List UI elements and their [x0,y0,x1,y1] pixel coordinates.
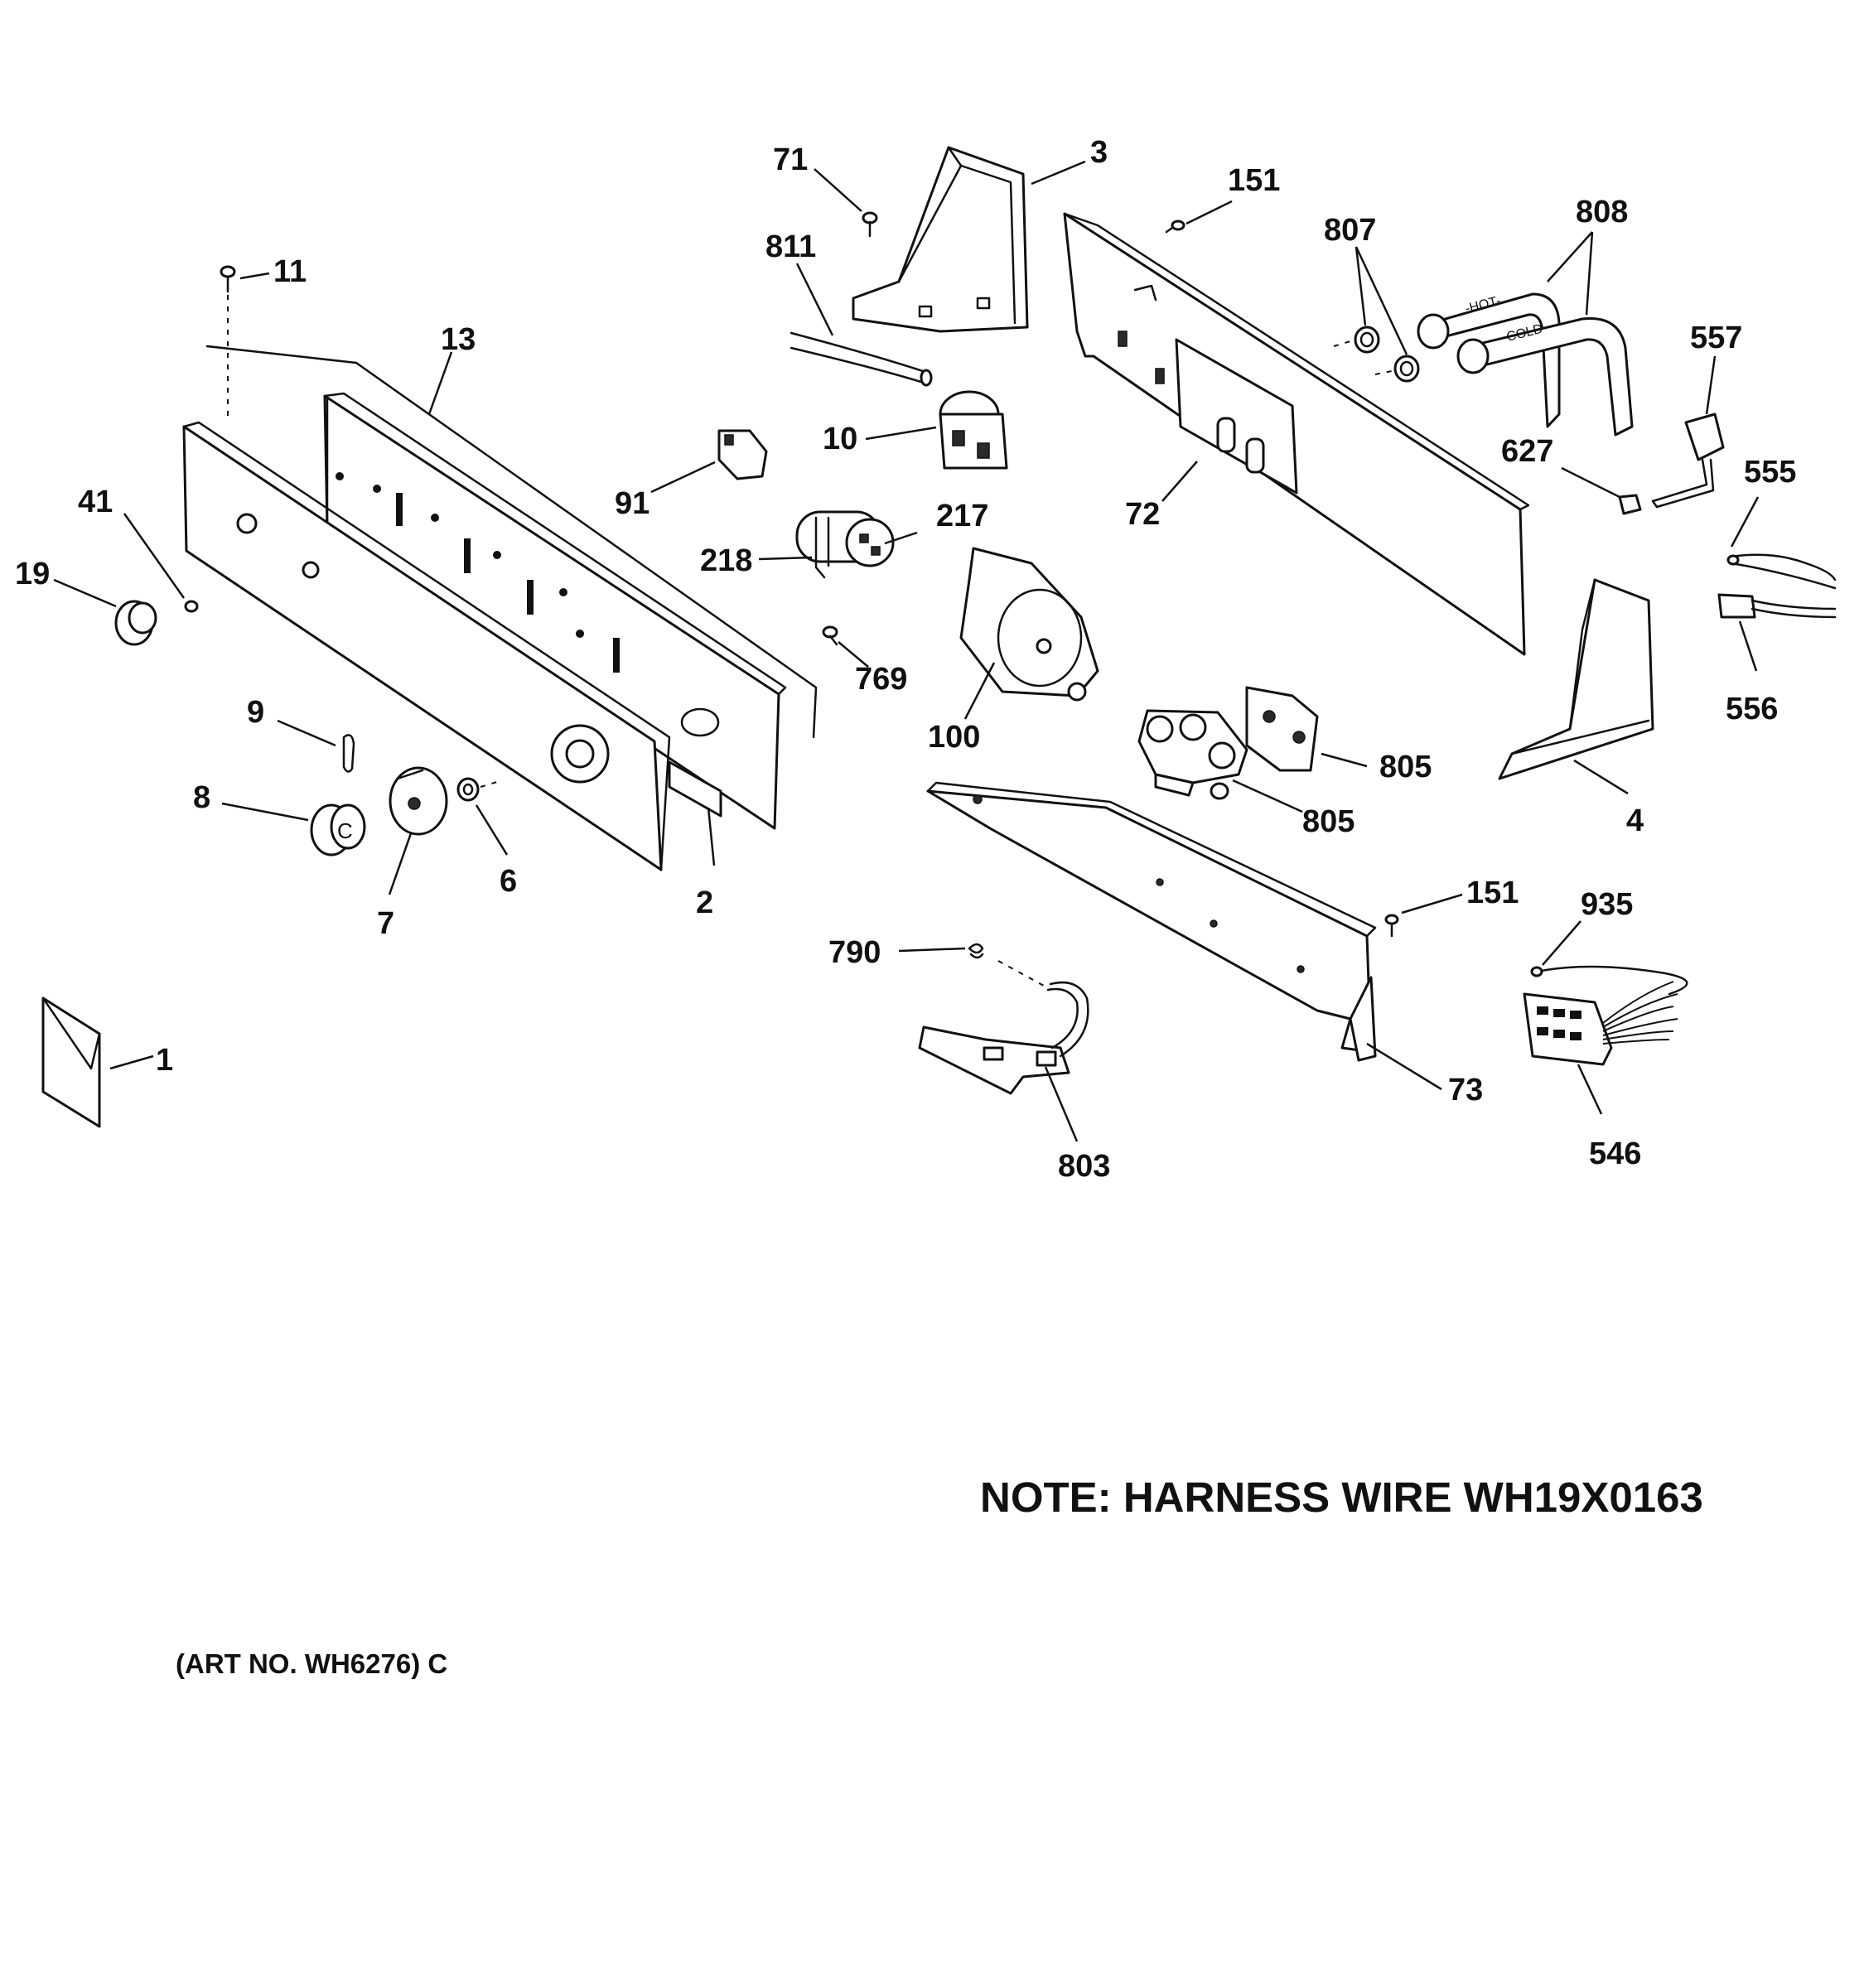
part-4-end-cap-right [1498,578,1654,780]
part-71-screw [862,211,878,238]
callout-1: 1 [156,1043,173,1078]
callout-151-bottom: 151 [1466,876,1519,910]
callout-6: 6 [500,864,517,899]
callout-151-top: 151 [1228,163,1280,198]
callout-218: 218 [700,543,752,578]
part-803-bracket-tube [918,981,1089,1095]
leader-lines [53,160,1760,1142]
part-805-solenoid-plate [1245,686,1319,772]
part-935-wire-lead [1530,965,1688,996]
part-7-dial [389,766,448,836]
part-41-nut [184,600,199,613]
callout-2: 2 [696,885,713,920]
callout-807: 807 [1324,213,1376,248]
part-546-harness-connector [1523,981,1678,1066]
part-13-panel-bracket [323,392,787,830]
callout-805-valve: 805 [1302,804,1355,839]
callout-100: 100 [928,720,980,755]
callout-72: 72 [1125,497,1160,532]
callout-555: 555 [1744,455,1796,490]
part-217-capacitor [795,510,895,567]
callout-7: 7 [377,906,394,941]
callout-labels: 1 2 3 4 6 7 8 9 10 11 13 19 41 71 72 73 … [15,135,1796,1184]
part-555-wire-lead [1726,553,1837,590]
part-627-grommet [1618,494,1642,515]
part-557-plug [1651,413,1725,509]
part-811-wire [790,331,930,384]
part-769-screw [822,625,838,646]
part-72-backsplash [1063,212,1530,656]
callout-627: 627 [1501,434,1553,469]
part-73-base-rail [926,781,1377,1062]
part-151-screw-b [1384,914,1399,938]
part-10-pressure-switch [939,390,1008,470]
callout-217: 217 [936,499,988,533]
part-6-nut [456,777,498,802]
callout-805-plate: 805 [1379,750,1432,784]
callout-41: 41 [78,485,113,519]
callout-4: 4 [1626,803,1644,838]
part-13-reference-line [205,345,818,739]
callout-556: 556 [1726,692,1778,726]
callout-9: 9 [247,695,264,730]
callout-11: 11 [273,254,307,289]
part-91-switch [717,429,768,480]
callout-808: 808 [1576,195,1628,229]
callout-71: 71 [773,142,808,177]
harness-note: NOTE: HARNESS WIRE WH19X0163 [980,1474,1703,1521]
part-151-screw-a [1165,220,1186,234]
callout-10: 10 [823,422,857,456]
part-8-timer-knob: C [310,803,366,856]
callout-19: 19 [15,557,50,591]
svg-text:C: C [337,818,353,843]
part-11-screw [220,265,236,418]
part-805-water-valve [1137,709,1248,800]
part-1-literature-envelope [41,996,101,1128]
part-9-clip [342,734,355,773]
callout-91: 91 [615,486,650,521]
callout-546: 546 [1589,1136,1641,1171]
callout-803: 803 [1058,1149,1110,1184]
part-808-inlet-hoses: -HOT- COLD [1417,292,1634,437]
part-2-control-panel [182,421,722,871]
part-100-timer [959,547,1099,702]
art-number: (ART NO. WH6276) C [176,1648,447,1679]
part-807-washers [1333,326,1420,383]
callout-73: 73 [1448,1073,1483,1107]
callout-3: 3 [1090,135,1108,170]
part-19-knob [114,600,157,646]
callout-811: 811 [765,229,816,264]
part-3-end-cap-left [852,146,1029,333]
callout-8: 8 [193,780,210,815]
callout-769: 769 [855,662,907,697]
part-556-connector [1717,593,1837,619]
part-218-strap [814,516,830,579]
callout-935: 935 [1581,887,1633,922]
part-790-clip [968,943,1045,987]
callout-557: 557 [1690,321,1742,355]
callout-13: 13 [441,322,476,357]
callout-790: 790 [828,935,881,970]
